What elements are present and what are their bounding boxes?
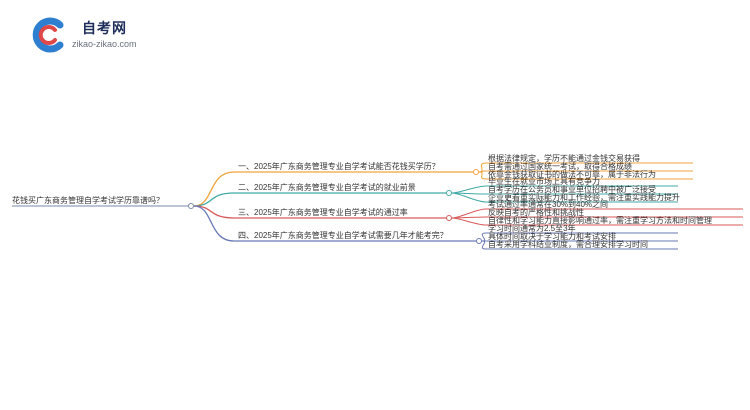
leaf-connector [481,232,487,242]
branch-knob [473,169,479,175]
leaf-connector [451,185,487,194]
logo-url: zikao-zikao.com [72,39,137,49]
branch-knob [446,190,452,196]
leaf-connector [451,192,487,203]
leaf-connector [478,171,487,180]
leaf-label: 具体时间取决于学习能力和考试安排 [488,231,616,241]
leaf-label: 根据法律规定，学历不能通过金钱交易获得 [488,153,640,163]
logo-title: 自考网 [82,20,127,36]
leaf-label: 自考采用学科结业制度，需合理安排学习时间 [488,239,648,249]
leaf-label: 依靠金钱获取证书的做法不可靠，属于非法行为 [488,169,656,179]
leaf-label: 自考需通过国家统一考试，取得合格成绩 [488,161,632,171]
branch-knob [476,238,482,244]
site-logo[interactable]: 自考网 zikao-zikao.com [30,16,190,56]
root-node-label: 花钱买广东商务管理自学考试学历靠谱吗？ [12,195,164,205]
branch-connector [193,171,235,207]
leaf-connector [451,217,487,226]
leaf-connector [481,240,487,250]
leaf-label: 自考学历在公务员和事业单位招聘中被广泛接受 [488,184,656,194]
leaf-label: 毕业生在就业市场上具有竞争力 [488,176,600,186]
root-node-knob [188,203,194,209]
leaf-label: 考试通过率通常在30%到40%之间 [488,199,608,209]
branch-label: 四、2025年广东商务管理专业自学考试需要几年才能考完？ [238,230,448,240]
branch-connector [193,205,235,242]
logo-c-icon [32,17,64,53]
leaf-label: 自律性和学习能力直接影响通过率，需注重学习方法和时间管理 [488,215,712,225]
branch-label: 三、2025年广东商务管理专业自学考试的通过率 [238,207,408,217]
leaf-label: 反映自考的严格性和挑战性 [488,207,584,217]
branch-knob [446,215,452,221]
leaf-label: 企业更看重实际能力和工作经验，需注重实践能力提升 [488,192,680,202]
branch-label: 一、2025年广东商务管理专业自学考试能否花钱买学历？ [238,161,440,171]
leaf-label: 学习时间通常为2.5至3年 [488,223,576,233]
branch-label: 二、2025年广东商务管理专业自学考试的就业前景 [238,182,416,192]
